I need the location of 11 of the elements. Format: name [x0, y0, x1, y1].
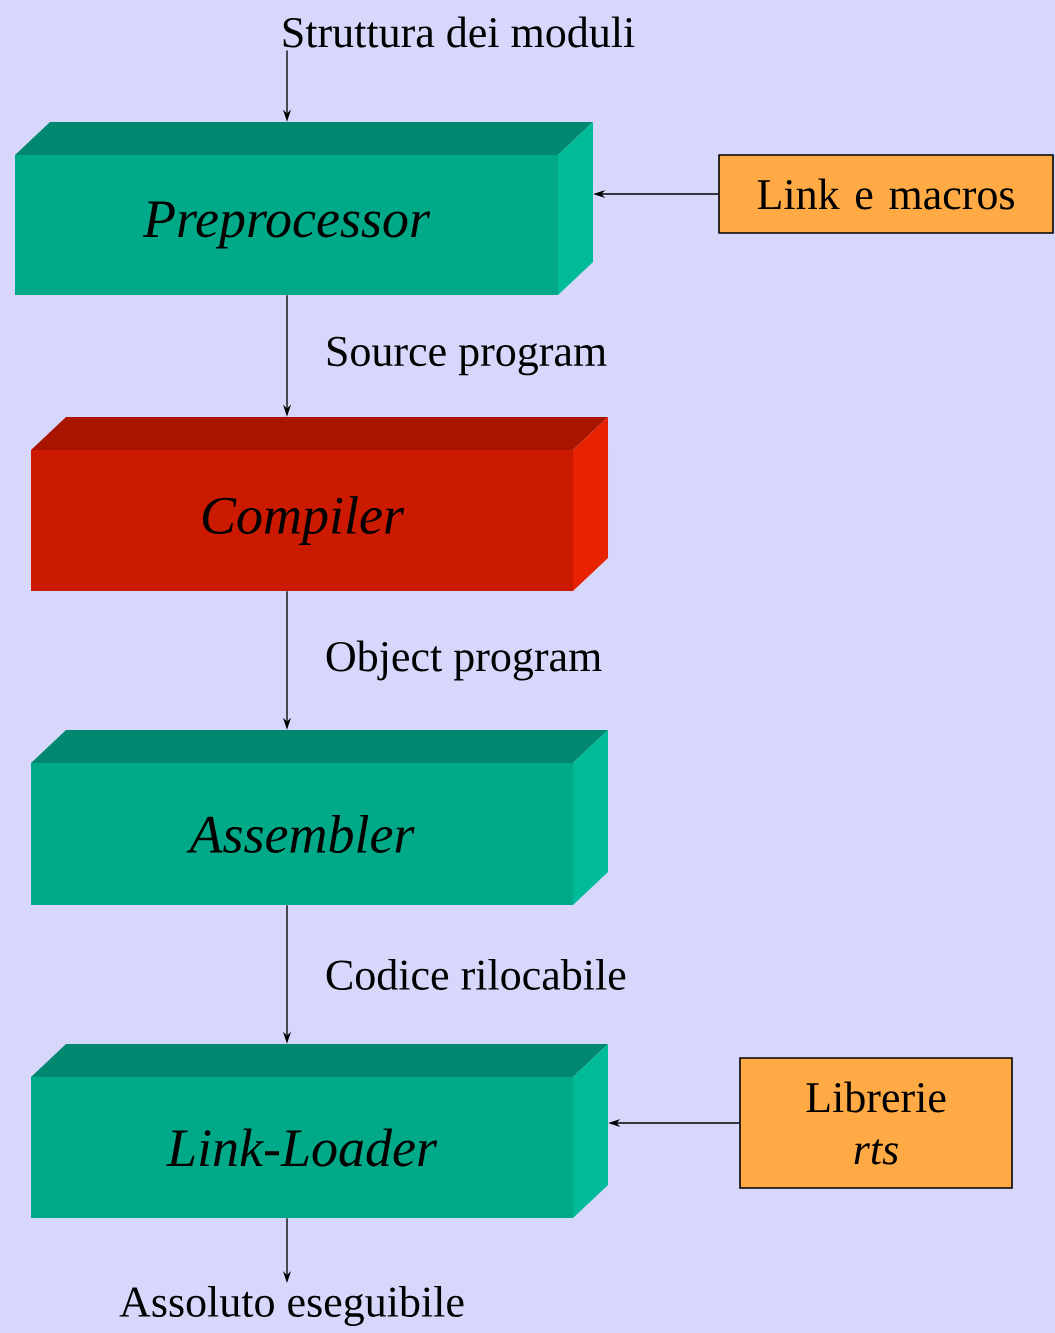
flow-text: Assoluto eseguibile	[119, 1286, 464, 1327]
flow-text: Struttura dei moduli	[283, 16, 635, 48]
input-box: Link e macros	[718, 154, 1054, 234]
edge-label: Source program	[327, 336, 607, 376]
process-block: Compiler	[31, 417, 608, 591]
process-block: Link-Loader	[31, 1044, 608, 1218]
edge-label: Object program	[326, 640, 602, 681]
edge-label: Codice rilocabile	[326, 959, 626, 990]
process-block: Preprocessor	[15, 122, 593, 295]
input-box: Librerie rts	[739, 1057, 1013, 1189]
process-block: Assembler	[31, 730, 608, 905]
